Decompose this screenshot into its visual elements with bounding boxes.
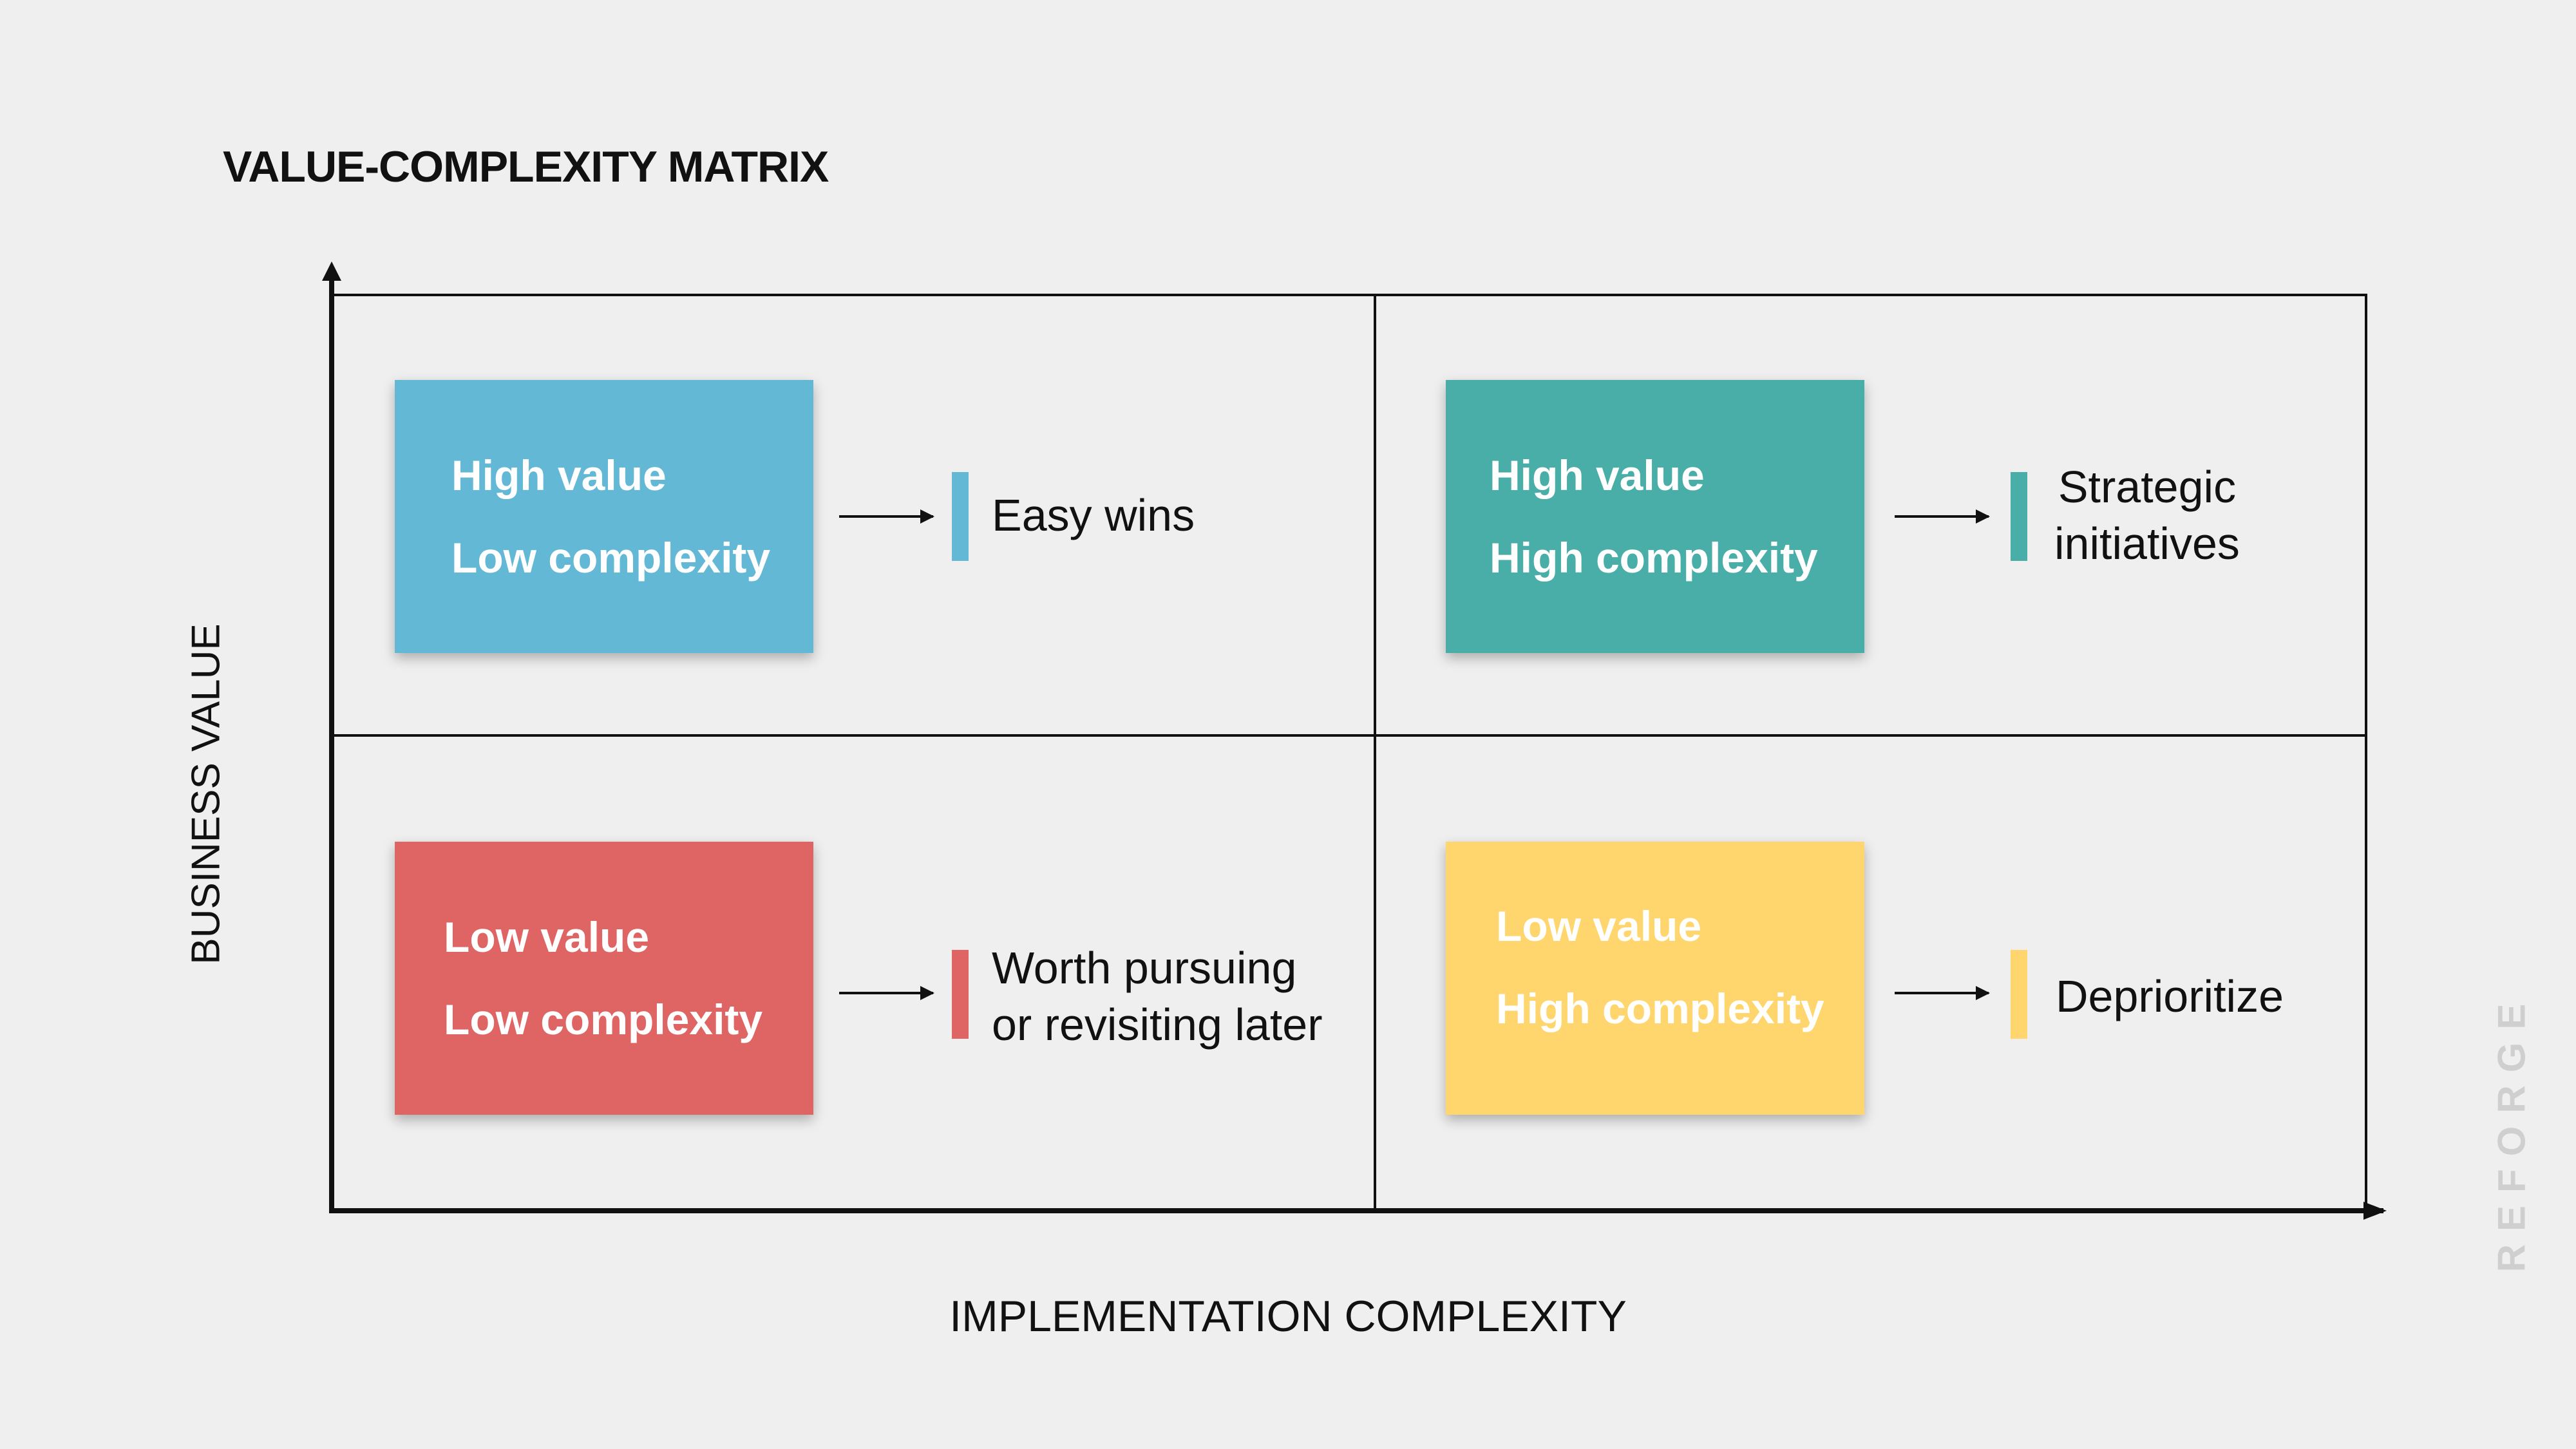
arrow-right-icon (839, 986, 934, 1000)
arrow-right-icon (1895, 986, 1990, 1000)
x-axis-line (329, 1208, 2383, 1213)
outcome-line-1: Easy wins (992, 490, 1195, 540)
outcome-label-top-right: Strategic initiatives (2054, 459, 2240, 572)
outcome-label-bottom-left: Worth pursuing or revisiting later (992, 940, 1323, 1053)
outcome-label-top-left: Easy wins (992, 487, 1195, 544)
quadrant-value-text: Low value (444, 913, 650, 961)
arrow-right-icon (839, 509, 934, 524)
outcome-accent-bar (952, 950, 969, 1039)
x-axis-label: IMPLEMENTATION COMPLEXITY (949, 1292, 1627, 1341)
quadrant-value-text: High value (451, 451, 667, 499)
quadrant-complexity-text: Low complexity (444, 996, 763, 1043)
quadrant-box-bottom-left: Low value Low complexity (395, 842, 813, 1115)
outcome-line-2: or revisiting later (992, 999, 1323, 1050)
outcome-accent-bar (2011, 950, 2027, 1039)
horizontal-divider (330, 734, 2367, 737)
y-axis-line (329, 270, 334, 1213)
arrow-right-icon (1895, 509, 1990, 524)
outcome-line-1: Deprioritize (2056, 971, 2284, 1021)
x-axis-arrow-icon (2363, 1202, 2387, 1220)
quadrant-box-top-left: High value Low complexity (395, 380, 813, 653)
outcome-accent-bar (2011, 472, 2027, 561)
quadrant-complexity-text: High complexity (1490, 534, 1818, 582)
quadrant-box-top-right: High value High complexity (1446, 380, 1864, 653)
quadrant-complexity-text: High complexity (1496, 985, 1824, 1032)
outcome-label-bottom-right: Deprioritize (2056, 968, 2284, 1025)
quadrant-value-text: Low value (1496, 902, 1702, 950)
y-axis-label: BUSINESS VALUE (184, 623, 229, 965)
outcome-line-1: Worth pursuing (992, 943, 1297, 993)
outcome-line-2: initiatives (2054, 518, 2240, 569)
chart-title: VALUE-COMPLEXITY MATRIX (223, 142, 829, 191)
y-axis-arrow-icon (322, 261, 341, 281)
outcome-accent-bar (952, 472, 969, 561)
quadrant-complexity-text: Low complexity (451, 534, 771, 582)
vertical-divider (1374, 294, 1376, 1211)
quadrant-box-bottom-right: Low value High complexity (1446, 842, 1864, 1115)
outcome-line-1: Strategic (2058, 462, 2237, 512)
quadrant-value-text: High value (1490, 451, 1705, 499)
brand-watermark: REFORGE (2490, 990, 2533, 1273)
